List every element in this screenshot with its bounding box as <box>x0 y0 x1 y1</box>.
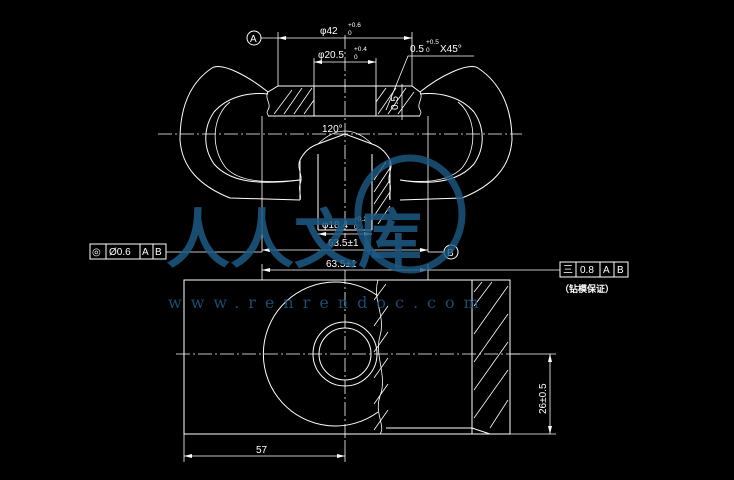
fcf-left-datum2: B <box>155 247 162 258</box>
right-break-line-upper <box>418 91 422 117</box>
width-top-text: 63.5±1 <box>328 238 359 249</box>
fcf-right: 三 0.8 A B （钻模保证） <box>428 261 629 295</box>
bottom-right-hatch <box>473 281 509 429</box>
bottom-outline <box>183 279 511 435</box>
left-break-line-lower <box>298 159 302 201</box>
lower-right-hatch <box>373 161 391 225</box>
fcf-right-symbol: 三 <box>563 265 573 276</box>
bottom-view: 63.5±1 26±0.5 57 三 0.8 A B （钻模保证） <box>176 259 629 462</box>
watermark-ring <box>354 154 466 274</box>
datum-a-label: A <box>250 34 257 45</box>
height-right-text: 26±0.5 <box>538 383 549 414</box>
chamfer-angle-text: X45° <box>440 44 462 55</box>
length-bottom-text: 57 <box>256 445 268 456</box>
left-wing-outline <box>179 66 301 201</box>
inner-dia-text: φ20.5 <box>318 50 344 61</box>
watermark-url: www.renrendoc.com <box>168 293 488 312</box>
top-section-view: A B φ42 +0.6 0 φ20.5 +0.4 0 0.5 +0.5 0 X… <box>89 22 522 260</box>
fcf-right-datum2: B <box>617 265 624 276</box>
upper-left-hatch <box>273 87 315 115</box>
outer-dia-text: φ42 <box>320 26 338 37</box>
left-wing-inner <box>205 93 301 183</box>
fcf-left-symbol: ◎ <box>92 247 101 258</box>
fcf-left-value: Ø0.6 <box>109 247 131 258</box>
bore-inner-circle <box>318 327 372 381</box>
bottom-left-hatch <box>373 283 389 431</box>
chamfer-tol-lower: 0 <box>426 47 430 54</box>
chamfer-leader <box>385 55 474 111</box>
outer-dia-tol-upper: +0.6 <box>348 22 361 29</box>
chamfer-text: 0.5 <box>410 44 424 55</box>
angle-120-arc <box>317 130 373 145</box>
width-bottom-text: 63.5±1 <box>326 259 357 270</box>
fcf-left-datum1: A <box>142 247 149 258</box>
watermark-brand: 人人文库 <box>166 203 422 278</box>
right-break-line-lower <box>388 159 392 201</box>
boss-circle <box>262 281 379 427</box>
right-wing-outline <box>399 66 513 201</box>
left-break-line-upper <box>266 91 270 117</box>
fcf-left: ◎ Ø0.6 A B <box>89 243 262 260</box>
bottom-break-line <box>376 279 383 435</box>
vertical-small-text: 0.5 <box>390 96 401 110</box>
right-wing-inner-2 <box>399 101 474 182</box>
watermark: 人人文库 www.renrendoc.com <box>166 154 488 312</box>
center-boss-outline <box>299 133 391 200</box>
fcf-right-value: 0.8 <box>580 265 594 276</box>
outer-dia-tol-lower: 0 <box>348 30 352 37</box>
fcf-right-datum1: A <box>603 265 610 276</box>
angle-text: 120° <box>322 124 343 135</box>
chamfer-tol-upper: +0.5 <box>426 39 439 46</box>
inner-dia-tol-lower: 0 <box>354 54 358 61</box>
bore-dia-text: φ18.4 <box>322 220 348 231</box>
fcf-right-note: （钻模保证） <box>560 283 614 295</box>
left-wing-inner-2 <box>214 101 301 182</box>
right-wing-inner <box>399 93 483 183</box>
section-chamfer <box>471 427 491 435</box>
top-face <box>267 85 421 93</box>
inner-dia-tol-upper: +0.4 <box>354 46 367 53</box>
bore-outer-circle <box>312 321 378 387</box>
